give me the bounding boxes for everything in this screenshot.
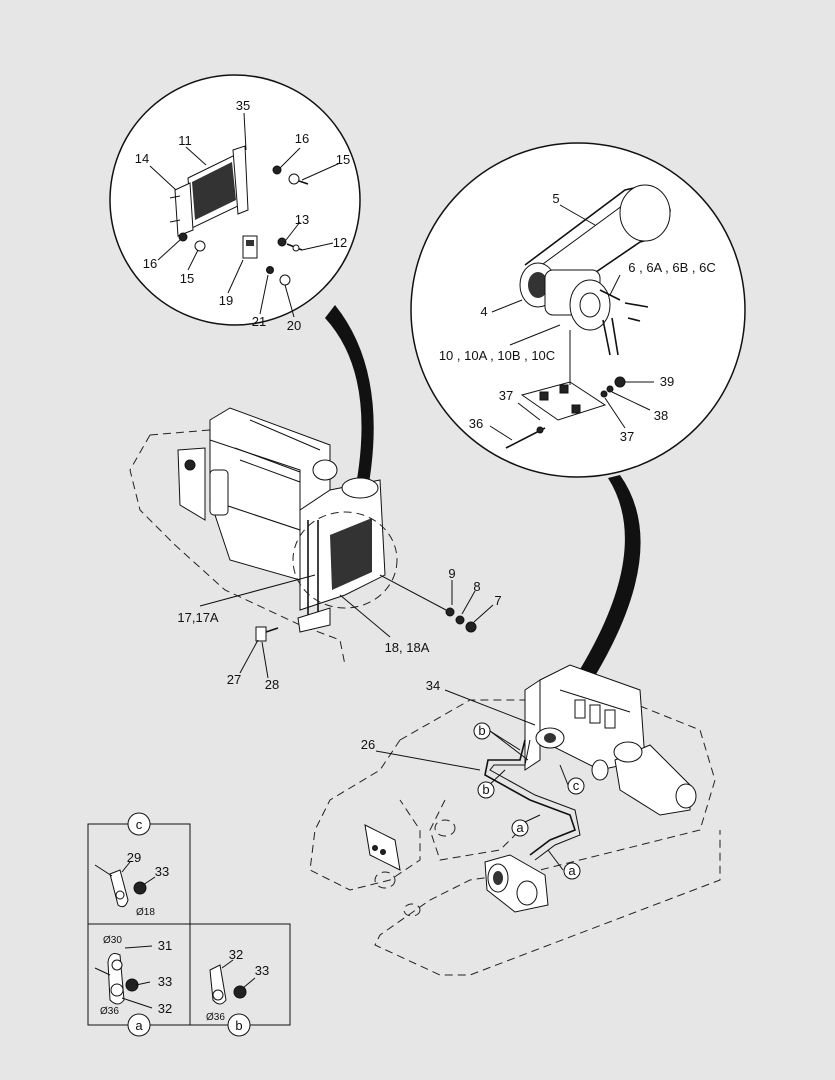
clamp-detail-boxes: c 29 33 Ø18 a Ø30 31 33 32 Ø36 b xyxy=(87,812,291,1037)
clamp-31-32 xyxy=(107,953,139,1005)
dim-18: Ø18 xyxy=(136,907,155,918)
detail-box-label-c: c xyxy=(136,817,143,832)
callout-8: 8 xyxy=(473,579,480,594)
bolt-15-lower xyxy=(178,232,206,252)
bolt-15-upper xyxy=(272,165,309,185)
detail-box-label-a: a xyxy=(135,1018,143,1033)
callout-16-upper: 16 xyxy=(295,131,309,146)
callout-37-upper: 37 xyxy=(499,388,513,403)
callout-10: 10 , 10A , 10B , 10C xyxy=(439,348,555,363)
callout-35: 35 xyxy=(236,98,250,113)
switch-19 xyxy=(242,235,291,286)
ref-bubble-a-lower: a xyxy=(568,863,576,878)
callout-5: 5 xyxy=(552,191,559,206)
callout-13: 13 xyxy=(295,212,309,227)
callout-19: 19 xyxy=(219,293,233,308)
callout-27: 27 xyxy=(227,672,241,687)
callout-7: 7 xyxy=(494,593,501,608)
callout-14: 14 xyxy=(135,151,149,166)
callout-33-c: 33 xyxy=(155,864,169,879)
ref-bubble-c: c xyxy=(573,778,580,793)
callout-36: 36 xyxy=(469,416,483,431)
callout-32-a: 32 xyxy=(158,1001,172,1016)
callout-29: 29 xyxy=(127,850,141,865)
radiator xyxy=(297,479,386,633)
dim-36-b: Ø36 xyxy=(206,1012,225,1023)
dim-30: Ø30 xyxy=(103,935,122,946)
clamp-32 xyxy=(209,964,247,1005)
callout-21: 21 xyxy=(252,314,266,329)
callout-4: 4 xyxy=(480,304,487,319)
clamp-29 xyxy=(109,869,147,908)
callout-12: 12 xyxy=(333,235,347,250)
mounting-bracket xyxy=(520,330,607,421)
ref-bubble-a-upper: a xyxy=(516,820,524,835)
ref-bubble-b-upper: b xyxy=(478,723,485,738)
callout-16-lower: 16 xyxy=(143,256,157,271)
callout-33-a: 33 xyxy=(158,974,172,989)
detail-circle-oil-cooler: 35 11 14 16 15 13 12 16 15 19 21 20 xyxy=(109,74,361,333)
callout-26: 26 xyxy=(361,737,375,752)
callout-20: 20 xyxy=(287,318,301,333)
engine-pulley xyxy=(619,184,671,242)
callout-39: 39 xyxy=(660,374,674,389)
callout-33-b: 33 xyxy=(255,963,269,978)
receiver-drier xyxy=(484,854,549,913)
callout-38: 38 xyxy=(654,408,668,423)
callout-34: 34 xyxy=(426,678,440,693)
detail-pointer-left xyxy=(325,305,374,518)
bolt-12 xyxy=(277,237,303,252)
callout-32-b: 32 xyxy=(229,947,243,962)
detail-box-label-b: b xyxy=(235,1018,242,1033)
callout-15-lower: 15 xyxy=(180,271,194,286)
dim-36-a: Ø36 xyxy=(100,1006,119,1017)
callout-17: 17,17A xyxy=(177,610,219,625)
callout-37-lower: 37 xyxy=(620,429,634,444)
callout-6: 6 , 6A , 6B , 6C xyxy=(628,260,715,275)
detail-circle-compressor: 5 6 , 6A , 6B , 6C 4 10 , 10A , 10B , 10… xyxy=(410,142,746,478)
ref-bubble-b-lower: b xyxy=(482,782,489,797)
oil-cooler-core xyxy=(169,145,249,237)
callout-9: 9 xyxy=(448,566,455,581)
ac-compressor xyxy=(519,262,621,356)
engine-assembly: 9 8 7 17,17A 18, 18A 27 28 xyxy=(129,407,502,692)
chassis-assembly: 34 26 b b c a a xyxy=(309,664,721,976)
callout-15-upper: 15 xyxy=(336,152,350,167)
callout-31: 31 xyxy=(158,938,172,953)
callout-28: 28 xyxy=(265,677,279,692)
callout-18: 18, 18A xyxy=(385,640,430,655)
detail-pointer-right xyxy=(552,475,641,722)
callout-11: 11 xyxy=(178,133,192,148)
